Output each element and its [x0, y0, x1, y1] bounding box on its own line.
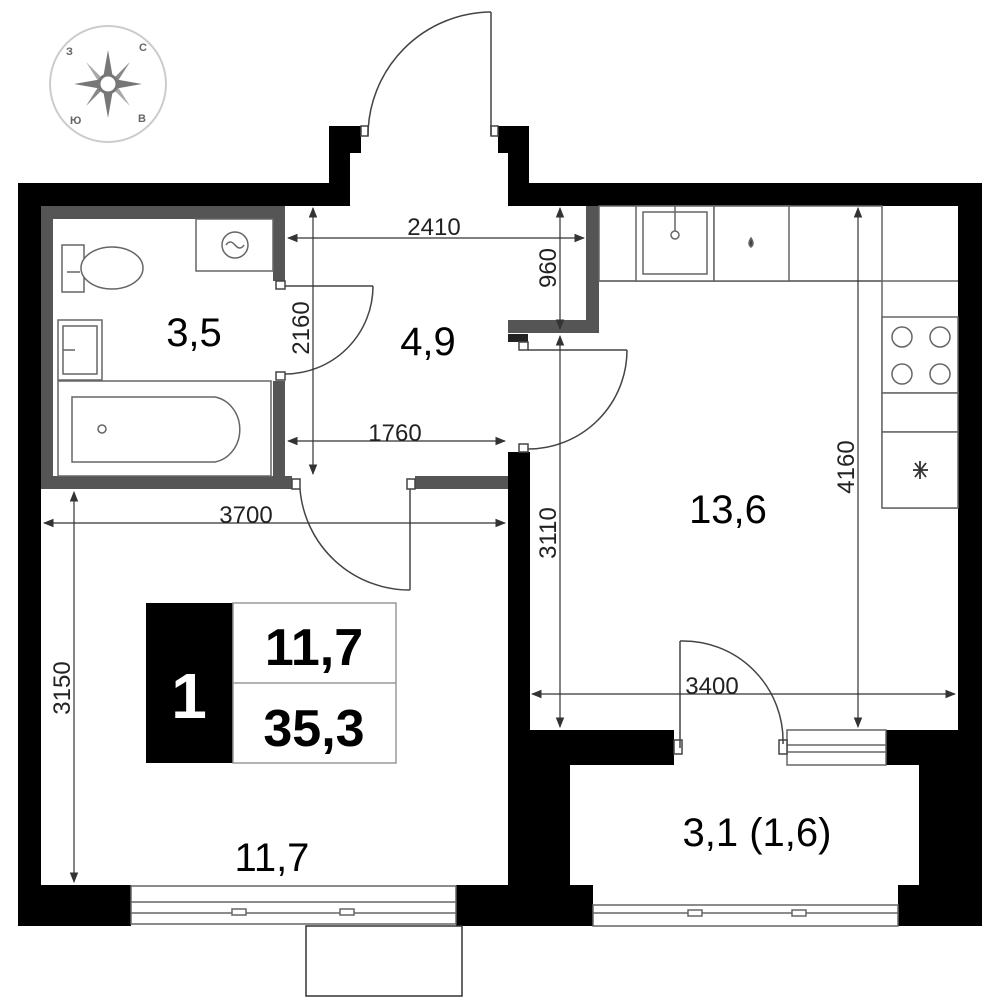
- dimension-lines: [42, 206, 957, 884]
- fridge-icon: [881, 431, 959, 509]
- total-area-value: 35,3: [263, 700, 364, 758]
- kitchen-sink-icon: [635, 205, 715, 282]
- dim-960: 960: [535, 248, 562, 288]
- room-area-balcony: 3,1 (1,6): [683, 811, 832, 855]
- compass-east-label: В: [138, 113, 146, 125]
- window-kitchen-balcony: [786, 729, 887, 766]
- bathtub-icon: [57, 380, 272, 477]
- dim-1760: 1760: [368, 420, 421, 447]
- window-balcony: [592, 904, 899, 927]
- doors: [275, 11, 788, 755]
- rooms-count: 1: [171, 660, 207, 732]
- dim-4160: 4160: [833, 440, 860, 493]
- exterior-walls: [18, 126, 982, 926]
- dimension-labels: 2410 960 2160 1760 3700 3150 3110 4160 3…: [49, 214, 860, 715]
- compass-icon: С З Ю В: [49, 25, 167, 143]
- living-area-value: 11,7: [265, 619, 363, 677]
- dim-3150: 3150: [49, 661, 76, 714]
- room-area-hallway: 4,9: [400, 320, 456, 364]
- sink-icon: [57, 319, 103, 381]
- interior-walls: [41, 206, 599, 489]
- balcony-canopy: [305, 925, 463, 997]
- dim-3400: 3400: [685, 673, 738, 700]
- kitchen-fixtures: [598, 205, 959, 509]
- compass-south-label: Ю: [70, 115, 81, 127]
- toilet-icon: [61, 244, 144, 293]
- room-area-living: 11,7: [235, 836, 310, 880]
- dim-2160: 2160: [288, 301, 315, 354]
- bathroom-fixtures: [57, 218, 274, 477]
- compass-west-label: З: [66, 46, 73, 58]
- compass-north-label: С: [139, 42, 147, 54]
- dim-2410: 2410: [407, 214, 460, 241]
- apartment-summary-badge: 1 11,7 35,3: [146, 602, 397, 764]
- dim-3700: 3700: [219, 502, 272, 529]
- dishwasher-icon: [713, 205, 790, 282]
- room-labels: 3,5 4,9 13,6 11,7 3,1 (1,6): [166, 311, 831, 880]
- stove-icon: [881, 316, 959, 394]
- dim-3110: 3110: [535, 507, 562, 559]
- room-area-kitchen: 13,6: [689, 488, 767, 532]
- window-living: [130, 885, 457, 925]
- room-area-bathroom: 3,5: [166, 311, 222, 355]
- washing-machine-icon: [195, 218, 274, 272]
